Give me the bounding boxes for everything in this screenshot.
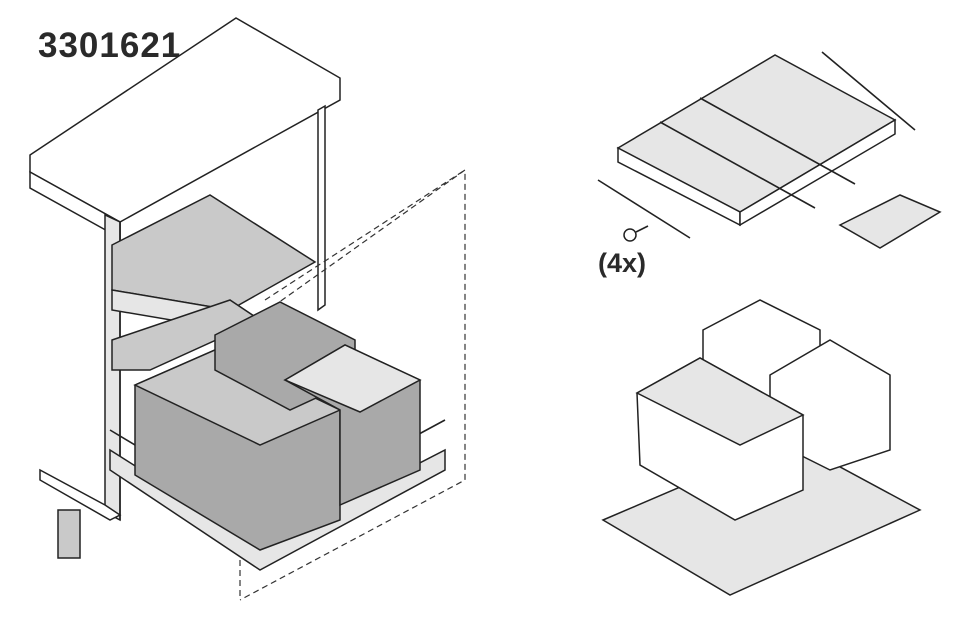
countertop [29, 17, 341, 223]
cabinet-foot [57, 509, 81, 559]
screw-icon [623, 228, 637, 242]
screw-quantity-label: (4x) [598, 248, 647, 278]
loose-bins [601, 299, 922, 596]
bin-cover-frame [597, 51, 942, 249]
small-tray [838, 194, 942, 249]
cabinet-illustration [29, 17, 341, 559]
upper-shelf [111, 194, 317, 311]
rail-left [597, 179, 691, 239]
drawer-with-bins [109, 301, 446, 571]
article-number: 3301621 [38, 26, 182, 65]
rail-right [821, 51, 916, 131]
